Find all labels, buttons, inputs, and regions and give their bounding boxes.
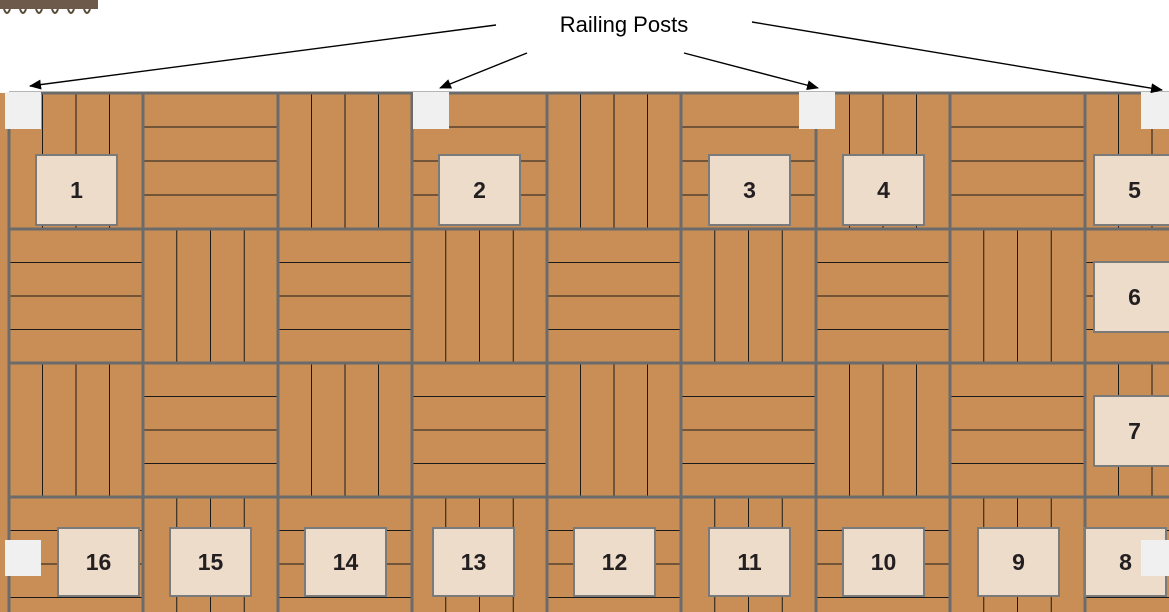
arrow-to-post-1: [29, 24, 497, 90]
railing-post: [413, 92, 449, 129]
tile-number: 6: [1128, 284, 1141, 310]
railing-post: [1141, 540, 1169, 576]
tile-number: 3: [743, 177, 756, 203]
tile-label-3: 3: [708, 154, 791, 226]
tile-label-15: 15: [169, 527, 252, 597]
tile-label-box: [438, 154, 521, 226]
tile-number: 14: [333, 549, 359, 575]
tile-label-box: [842, 527, 925, 597]
tile-label-5: 5: [1093, 154, 1169, 226]
tile-label-11: 11: [708, 527, 791, 597]
tile-label-6: 6: [1093, 261, 1169, 333]
deck-tile-horizontal: [278, 229, 412, 363]
tile-label-box: [35, 154, 118, 226]
tile-label-box: [169, 527, 252, 597]
deck-tile-horizontal: [681, 363, 816, 497]
chain-icon: [0, 0, 98, 14]
tile-label-box: [304, 527, 387, 597]
deck-tile-vertical: [681, 229, 816, 363]
tile-number: 15: [198, 549, 224, 575]
tile-label-box: [708, 154, 791, 226]
railing-post: [5, 540, 41, 576]
arrow-to-post-2: [439, 52, 528, 89]
tile-label-box: [1093, 261, 1169, 333]
tile-number: 2: [473, 177, 486, 203]
tile-label-9: 9: [977, 527, 1060, 597]
arrow-to-post-3: [683, 52, 819, 91]
railing-post: [799, 92, 835, 129]
deck-tile-vertical: [143, 229, 278, 363]
tile-number: 12: [602, 549, 628, 575]
deck-tile-vertical: [412, 229, 547, 363]
deck-tile-vertical: [278, 93, 412, 229]
deck-tile-vertical: [816, 363, 950, 497]
deck-tile-vertical: [547, 93, 681, 229]
tile-number: 7: [1128, 418, 1141, 444]
deck-tile-vertical: [278, 363, 412, 497]
tile-label-16: 16: [57, 527, 140, 597]
tile-label-4: 4: [842, 154, 925, 226]
tile-number: 4: [877, 177, 890, 203]
tile-grid: [7, 91, 1169, 612]
tile-label-box: [1093, 154, 1169, 226]
tile-number: 5: [1128, 177, 1141, 203]
tile-number: 8: [1119, 549, 1132, 575]
tile-number: 11: [737, 549, 762, 575]
tile-label-2: 2: [438, 154, 521, 226]
deck-tile-vertical: [9, 363, 143, 497]
tile-label-box: [573, 527, 656, 597]
tile-label-box: [842, 154, 925, 226]
railing-posts: [5, 92, 1169, 576]
tile-number: 9: [1012, 549, 1025, 575]
tile-label-10: 10: [842, 527, 925, 597]
tile-label-12: 12: [573, 527, 656, 597]
arrow-to-post-4: [751, 21, 1163, 94]
tile-number: 13: [461, 549, 487, 575]
deck-tile-horizontal: [950, 93, 1085, 229]
tile-label-box: [977, 527, 1060, 597]
deck-tile-vertical: [950, 229, 1085, 363]
tile-number: 1: [70, 177, 83, 203]
tile-label-box: [432, 527, 515, 597]
deck-tile-horizontal: [816, 229, 950, 363]
deck-tile-vertical: [547, 363, 681, 497]
railing-post: [5, 92, 41, 129]
tile-label-box: [708, 527, 791, 597]
railing-post-arrows: [29, 21, 1163, 94]
deck-tile-horizontal: [143, 363, 278, 497]
tile-label-13: 13: [432, 527, 515, 597]
railing-posts-title: Railing Posts: [560, 12, 688, 37]
tile-label-7: 7: [1093, 395, 1169, 467]
tile-number: 10: [871, 549, 897, 575]
deck-tile-horizontal: [143, 93, 278, 229]
railing-post: [1141, 92, 1169, 129]
tile-label-box: [1093, 395, 1169, 467]
tile-label-1: 1: [35, 154, 118, 226]
deck-tile-horizontal: [547, 229, 681, 363]
tile-label-box: [57, 527, 140, 597]
deck-tile-horizontal: [950, 363, 1085, 497]
deck-tile-horizontal: [412, 363, 547, 497]
tile-number: 16: [86, 549, 112, 575]
deck-edge: [0, 93, 9, 612]
deck-tile-horizontal: [9, 229, 143, 363]
tile-label-14: 14: [304, 527, 387, 597]
